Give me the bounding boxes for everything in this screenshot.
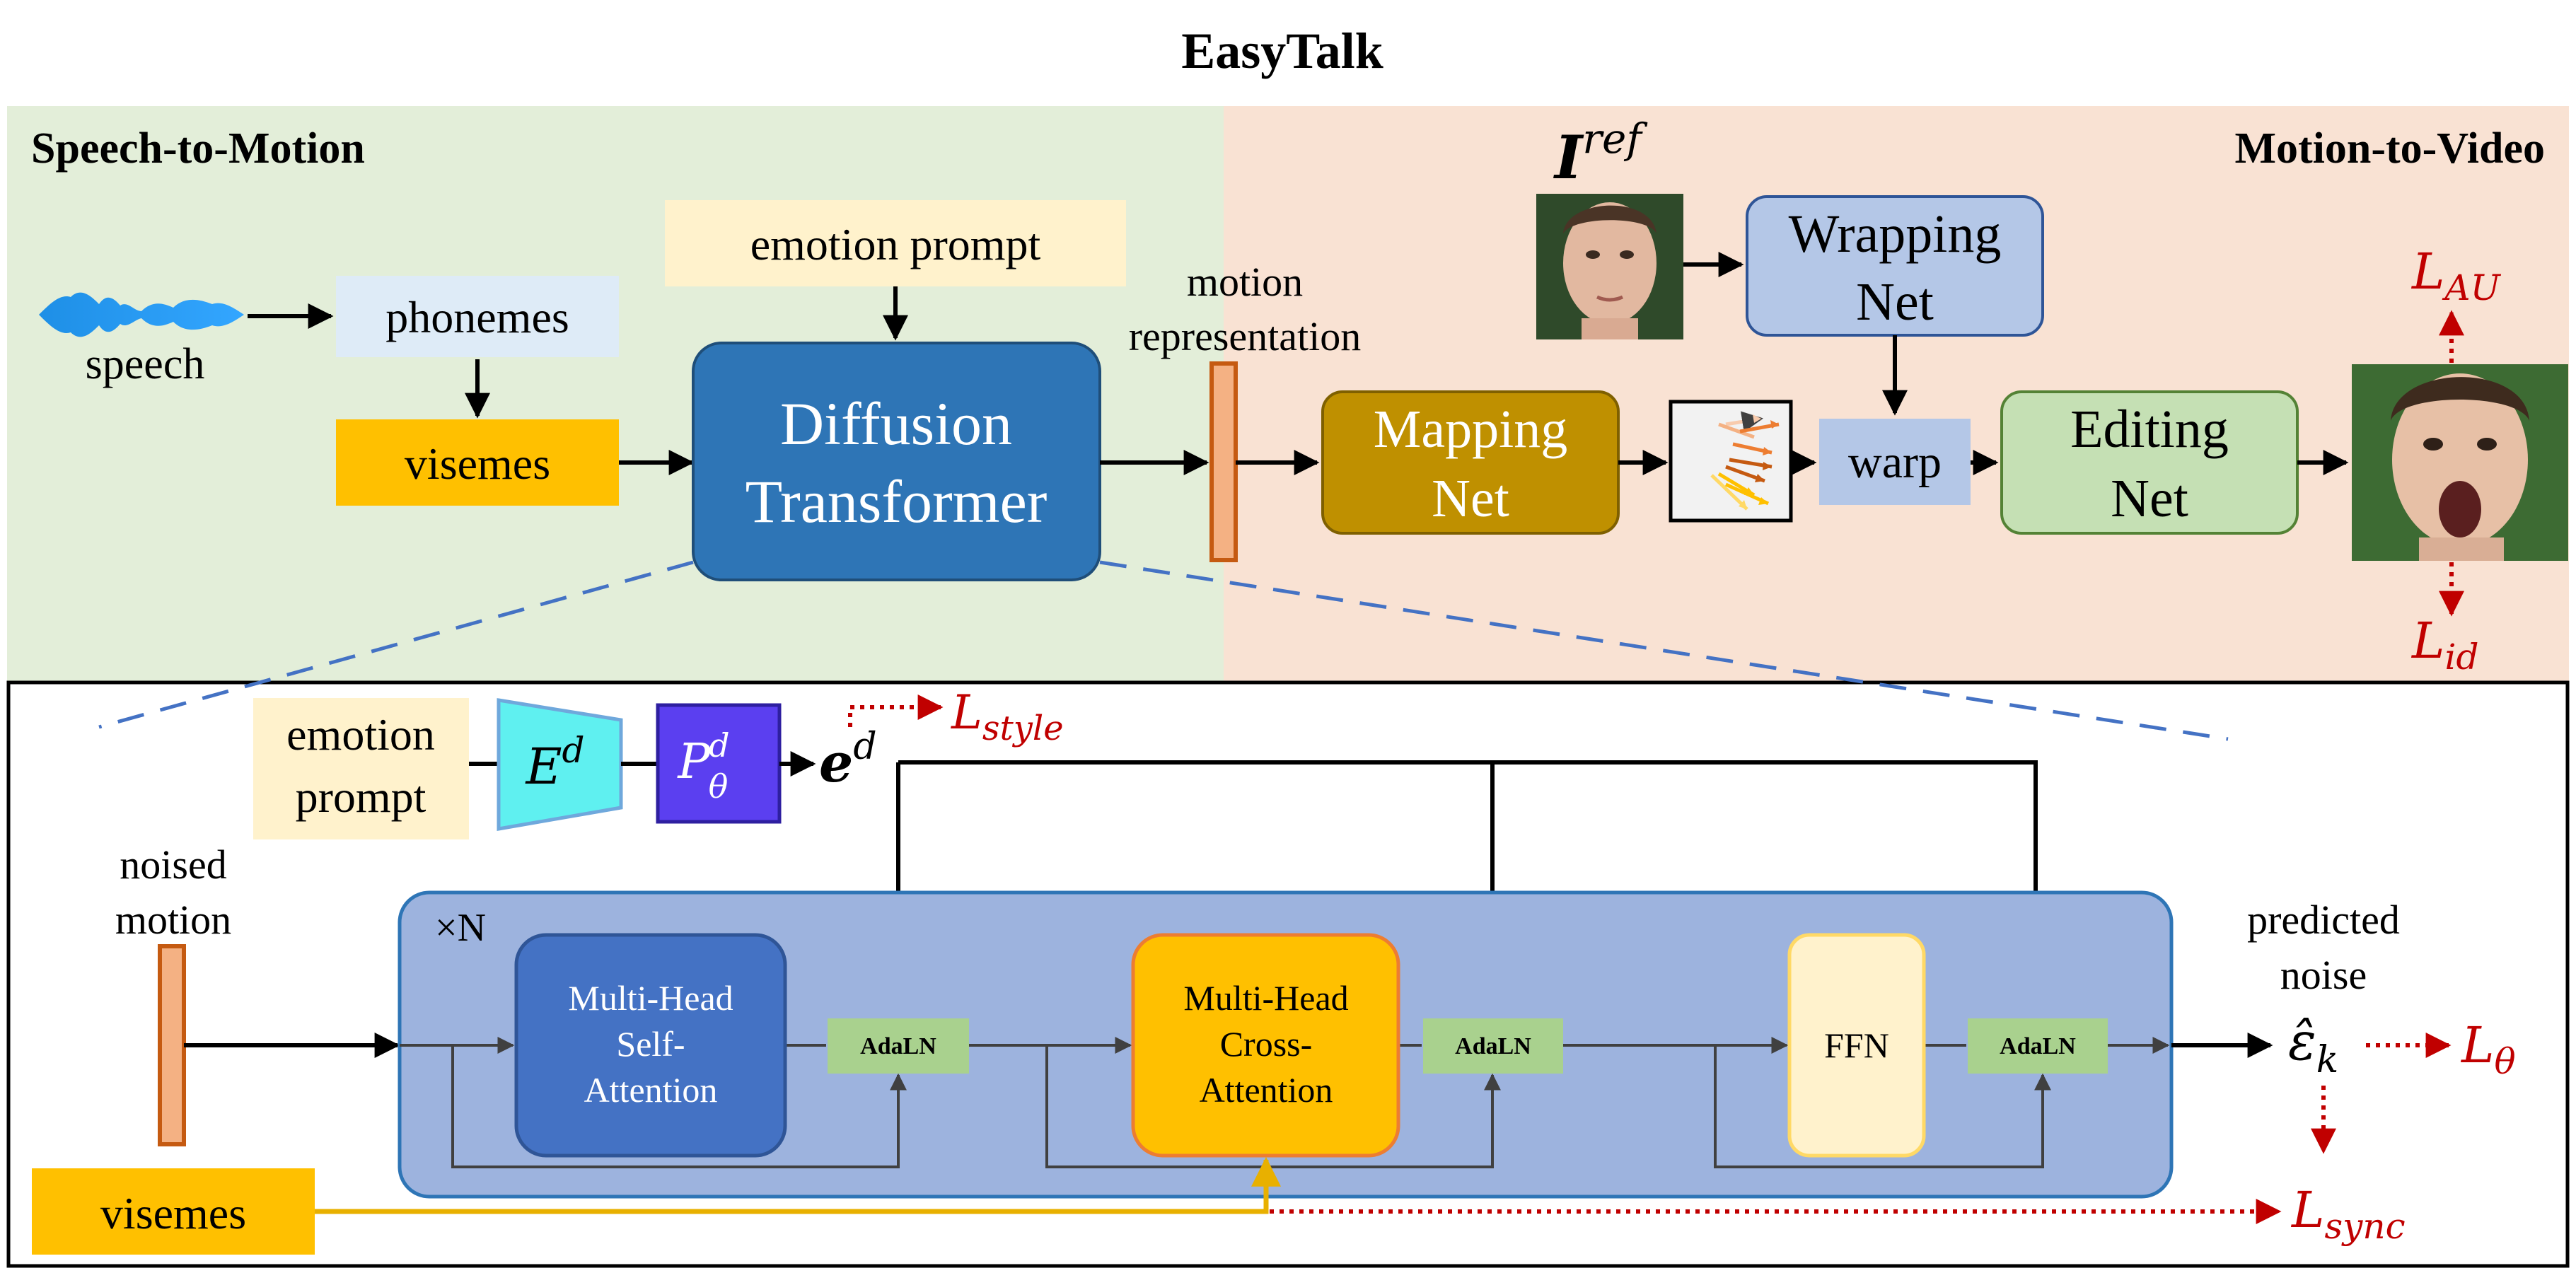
mhsa-label-1: Multi-Head	[568, 978, 733, 1018]
noised-motion-label-2: motion	[115, 897, 231, 943]
visemes-label-bottom: visemes	[100, 1188, 246, 1238]
emotion-prompt-label-bottom-2: prompt	[296, 772, 427, 822]
visemes-box-bottom	[32, 1168, 315, 1255]
ed-encoder-box	[497, 698, 623, 831]
wrapping-net-label-1: Wrapping	[1789, 204, 2002, 264]
zoom-line-right	[1099, 560, 2229, 741]
mhsa-box	[514, 933, 787, 1158]
ed-embedding-label: ed	[819, 726, 877, 794]
l-theta-label: Lθ	[2460, 1016, 2516, 1082]
editing-net-label-2: Net	[2111, 469, 2188, 528]
zoom-line-left	[98, 560, 694, 729]
mapping-net-label-1: Mapping	[1374, 400, 1567, 459]
visemes-box-top	[336, 419, 619, 506]
emotion-prompt-box-bottom	[253, 698, 469, 839]
flow-field-icon	[1669, 400, 1793, 523]
eps-label: ε̂k	[2288, 1011, 2338, 1081]
l-au-label: LAU	[2410, 243, 2502, 308]
motion-rep-label-2: representation	[1129, 313, 1362, 359]
ed-to-lstyle-arrow	[848, 694, 944, 727]
l-style-label: Lstyle	[951, 685, 1064, 748]
warp-label: warp	[1848, 436, 1942, 488]
mhca-label-3: Attention	[1200, 1070, 1333, 1110]
reference-face-image	[1536, 194, 1683, 339]
l-sync-label: Lsync	[2290, 1181, 2406, 1247]
mhsa-label-2: Self-	[616, 1024, 685, 1064]
diagram-title: EasyTalk	[1181, 23, 1383, 79]
ed-label: Ed	[524, 730, 584, 796]
editing-net-label-1: Editing	[2070, 400, 2229, 459]
ffn-label: FFN	[1824, 1025, 1889, 1065]
speech-waveform-icon	[39, 292, 244, 337]
emotion-prompt-box-top	[665, 200, 1126, 286]
diffusion-transformer-box	[692, 342, 1101, 581]
phonemes-box	[336, 276, 619, 357]
diffusion-transformer-label-1: Diffusion	[780, 390, 1012, 458]
mhca-label-1: Multi-Head	[1183, 978, 1348, 1018]
warp-box	[1819, 419, 1971, 505]
p-theta-box	[656, 703, 782, 824]
adaln-label-1: AdaLN	[860, 1033, 936, 1059]
noised-motion-label-1: noised	[120, 842, 226, 888]
speech-to-motion-heading: Speech-to-Motion	[31, 124, 365, 173]
adaln-box-3	[1968, 1018, 2108, 1074]
iref-label: Iref	[1553, 115, 1648, 192]
mapping-net-label-2: Net	[1432, 469, 1509, 528]
ffn-box	[1787, 933, 1926, 1158]
visemes-to-mhca-arrow	[315, 1156, 1281, 1214]
mhsa-label-3: Attention	[584, 1070, 718, 1110]
wrapping-net-label-2: Net	[1856, 272, 1934, 332]
motion-representation-bar	[1209, 361, 1238, 562]
motion-rep-label-1: motion	[1187, 259, 1303, 305]
adaln-box-2	[1423, 1018, 1563, 1074]
speech-label: speech	[86, 340, 205, 388]
phonemes-label: phonemes	[385, 292, 569, 342]
emotion-prompt-label-top: emotion prompt	[750, 219, 1041, 269]
emotion-prompt-label-bottom-1: emotion	[286, 709, 435, 760]
diffusion-transformer-label-2: Transformer	[745, 467, 1048, 535]
output-face-image	[2352, 364, 2568, 561]
xn-label: ×N	[435, 906, 486, 950]
visemes-label-top: visemes	[405, 438, 550, 489]
motion-to-video-heading: Motion-to-Video	[2234, 124, 2545, 173]
adaln-label-2: AdaLN	[1455, 1033, 1531, 1059]
l-id-label: Lid	[2410, 612, 2478, 678]
internal-flow-lines	[400, 1037, 2170, 1168]
adaln-label-3: AdaLN	[2000, 1033, 2076, 1059]
predicted-noise-label-1: predicted	[2247, 897, 2400, 943]
adaln-box-1	[828, 1018, 969, 1074]
noised-motion-bar	[158, 944, 186, 1146]
predicted-noise-label-2: noise	[2280, 952, 2367, 998]
mhca-box	[1131, 933, 1400, 1158]
mhca-label-2: Cross-	[1220, 1024, 1313, 1064]
